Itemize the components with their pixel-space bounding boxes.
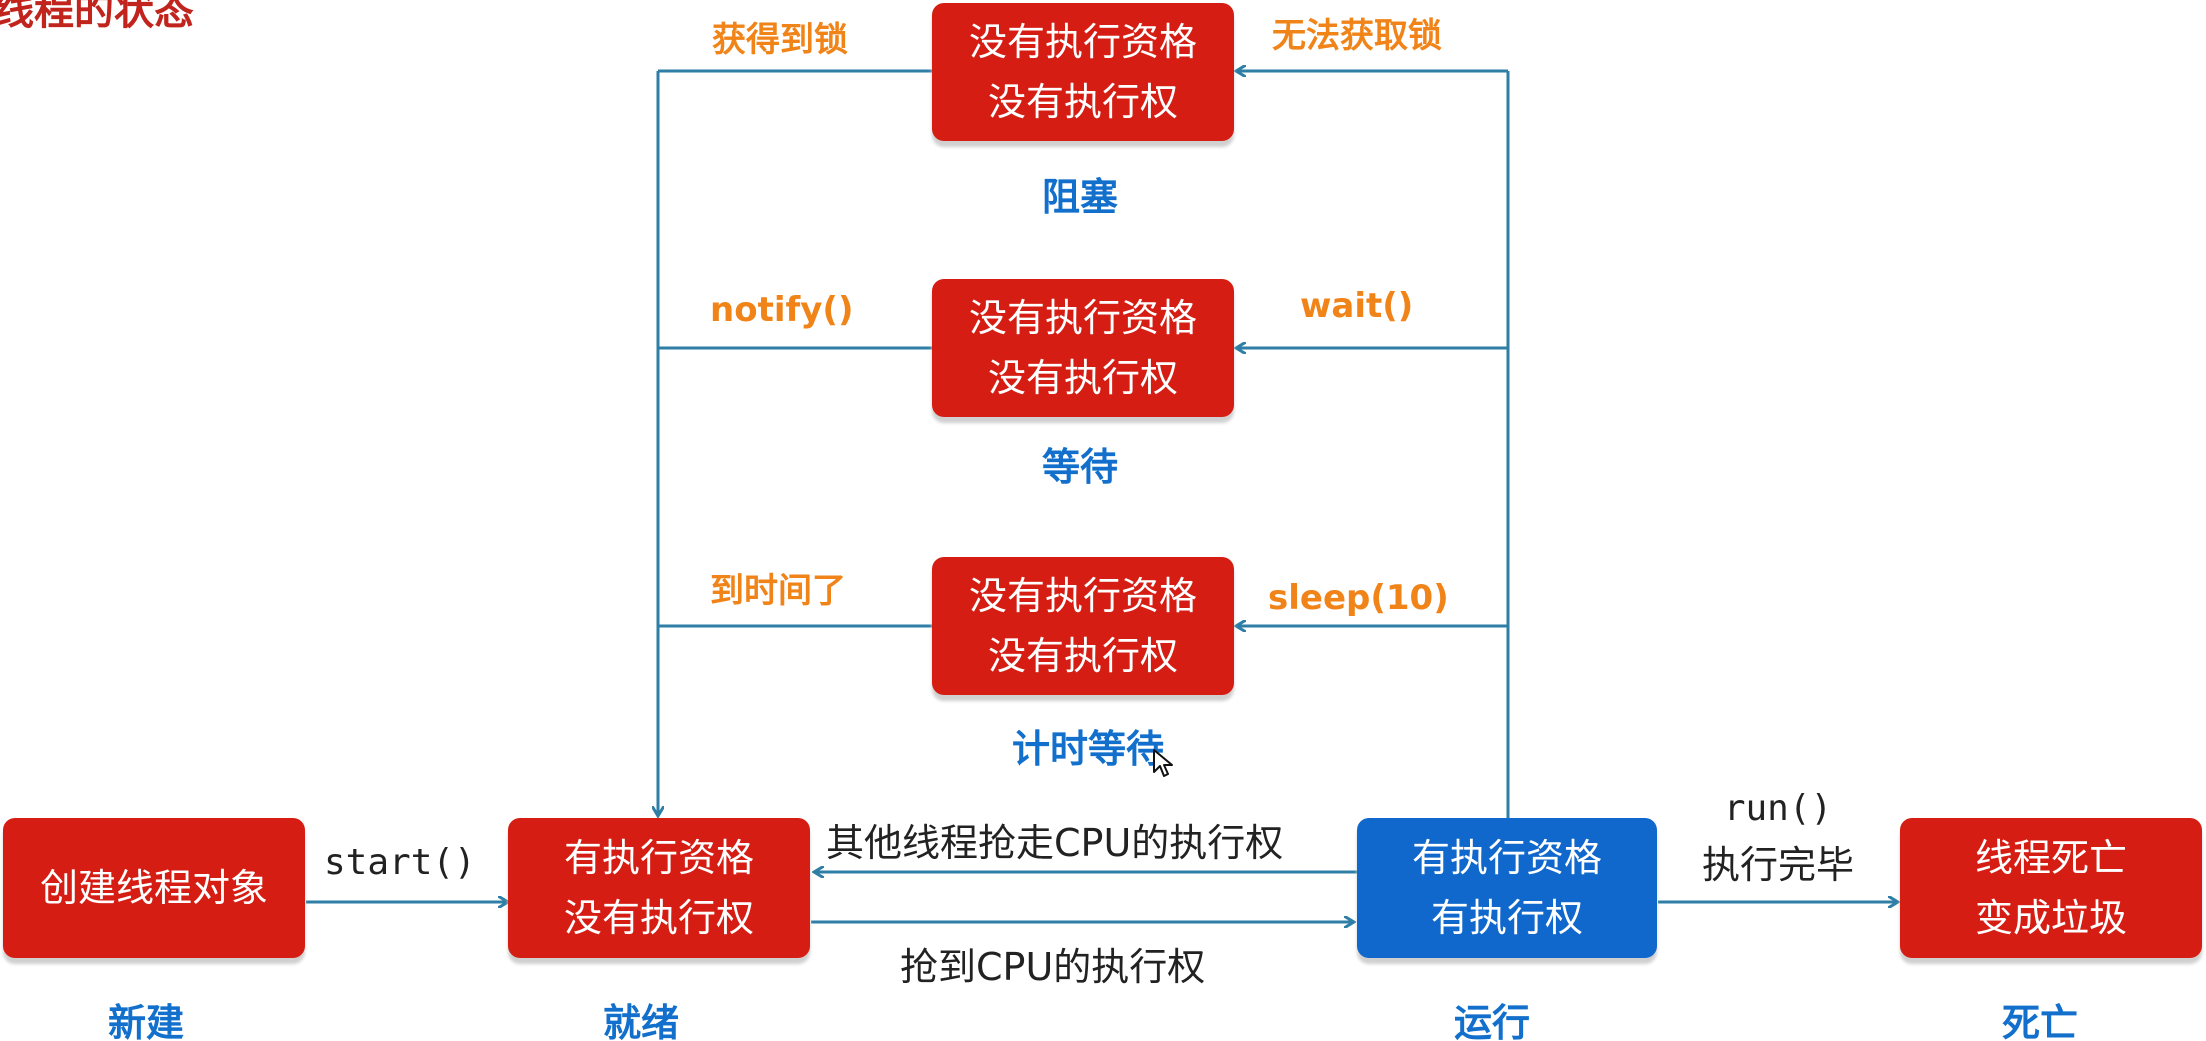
transition-label-sleep: sleep(10) [1268, 578, 1449, 618]
transition-label-got-cpu: 抢到CPU的执行权 [900, 945, 1206, 989]
state-label-new: 新建 [107, 1001, 185, 1041]
state-line: 没有执行资格 [968, 20, 1197, 64]
transition-label-preempted: 其他线程抢走CPU的执行权 [826, 821, 1284, 865]
state-line: 没有执行权 [987, 80, 1178, 124]
state-label-dead: 死亡 [2001, 1001, 2079, 1041]
state-line: 没有执行权 [987, 634, 1178, 678]
state-line: 变成垃圾 [1974, 896, 2127, 940]
state-label-waiting: 等待 [1041, 445, 1119, 489]
transition-label-run-finished: 执行完毕 [1701, 843, 1855, 887]
state-box-timed-waiting: 没有执行资格 没有执行权 [932, 557, 1234, 695]
transition-label-notify: notify() [710, 290, 854, 330]
state-box-waiting: 没有执行资格 没有执行权 [932, 279, 1234, 417]
transition-label-time-up: 到时间了 [710, 571, 846, 611]
state-box-dead: 线程死亡 变成垃圾 [1900, 818, 2202, 958]
state-line: 创建线程对象 [39, 866, 268, 910]
state-line: 有执行权 [1430, 896, 1583, 940]
transition-label-run-method: run() [1723, 788, 1833, 829]
state-line: 没有执行权 [563, 896, 754, 940]
transition-label-lock-failed: 无法获取锁 [1272, 16, 1442, 56]
state-box-ready: 有执行资格 没有执行权 [508, 818, 810, 958]
transition-label-start: start() [324, 842, 476, 883]
state-line: 没有执行资格 [968, 296, 1197, 340]
transition-label-wait: wait() [1300, 286, 1414, 326]
state-label-blocked: 阻塞 [1041, 175, 1119, 219]
state-line: 没有执行权 [987, 356, 1178, 400]
state-line: 线程死亡 [1974, 836, 2127, 880]
state-label-ready: 就绪 [602, 1001, 680, 1041]
state-label-running: 运行 [1453, 1001, 1531, 1041]
state-line: 没有执行资格 [968, 574, 1197, 618]
state-box-new: 创建线程对象 [3, 818, 305, 958]
state-line: 有执行资格 [563, 836, 754, 880]
state-line: 有执行资格 [1411, 836, 1602, 880]
state-label-timed-waiting: 计时等待 [1011, 727, 1165, 771]
transition-label-acquire-lock: 获得到锁 [712, 20, 848, 60]
page-title: 线程的状态 [0, 0, 194, 34]
mouse-cursor-icon [1153, 749, 1173, 777]
state-box-running: 有执行资格 有执行权 [1357, 818, 1657, 958]
state-box-blocked: 没有执行资格 没有执行权 [932, 3, 1234, 141]
